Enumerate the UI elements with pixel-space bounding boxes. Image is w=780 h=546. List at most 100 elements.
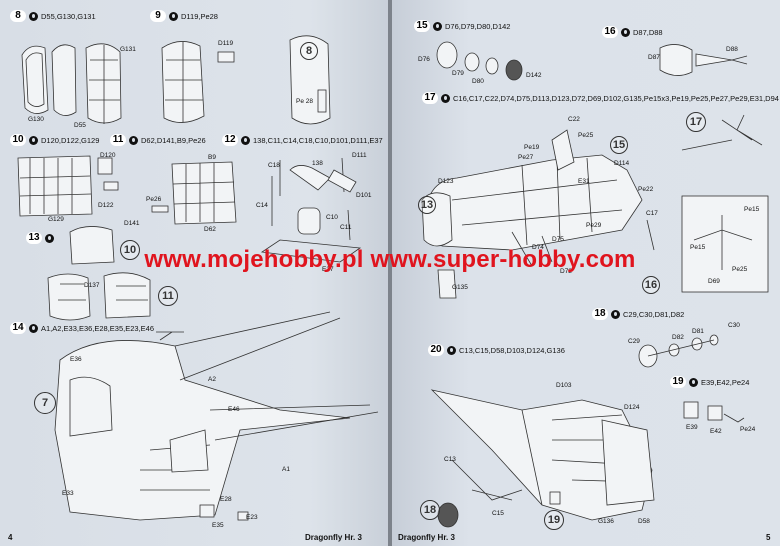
step-parts: D87,D88 [633,27,663,37]
step-parts: C29,C30,D81,D82 [623,309,685,319]
part-label: D122 [98,202,114,209]
callout-circle: 7 [34,392,56,414]
part-label: D74 [532,244,544,251]
part-label: 138 [312,160,323,167]
glue-icon [441,93,450,103]
part-label: D120 [100,152,116,159]
part-label: A1 [282,466,290,473]
step-parts: D120,D122,G129 [41,135,100,145]
step-number: 15 [414,20,430,32]
part-label: D119 [218,40,234,47]
callout-circle: 16 [642,276,660,294]
book-gutter [388,0,392,546]
part-label: G136 [598,518,614,525]
part-label: Pe25 [578,132,594,139]
step-parts: D119,Pe28 [181,11,218,21]
step-number: 18 [592,308,608,320]
part-label: G129 [48,216,64,223]
part-label: E23 [246,514,258,521]
step-18-header: 18 C29,C30,D81,D82 [592,308,684,320]
footer-title: Dragonfly Hr. 3 [398,533,455,542]
step-number: 19 [670,376,686,388]
part-label: D81 [692,328,704,335]
page-number: 5 [766,533,771,542]
right-page: 15 D76,D79,D80,D142 16 D87,D88 17 C16,C17,C… [392,0,780,546]
part-label: Pe15 [690,244,706,251]
part-label: G135 [452,284,468,291]
part-label: A2 [208,376,216,383]
callout-circle: 11 [158,286,178,306]
part-label: E33 [62,490,74,497]
left-page-drawings [17,35,379,521]
callout-circle: 13 [418,196,436,214]
step-number: 9 [150,10,166,22]
left-page: 8 D55,G130,G131 9 D119,Pe28 10 D120,D122,G1… [0,0,388,546]
part-label: C30 [728,322,740,329]
callout-circle: 8 [300,42,318,60]
glue-icon [29,135,38,145]
step-number: 16 [602,26,618,38]
callout-circle: 10 [120,240,140,260]
glue-icon [169,11,178,21]
part-label: D124 [624,404,640,411]
part-label: D69 [708,278,720,285]
glue-icon [29,323,38,333]
step-parts: C16,C17,C22,D74,D75,D113,D123,D72,D69,D1… [453,93,779,103]
step-parts: D55,G130,G131 [41,11,96,21]
step-parts: C13,C15,D58,D103,D124,G136 [459,345,565,355]
callout-circle: 19 [544,510,564,530]
part-label: D142 [526,72,542,79]
part-label: D87 [648,54,660,61]
step-number: 10 [10,134,26,146]
glue-icon [433,21,442,31]
part-label: Pe27 [518,154,534,161]
part-label: D75 [552,236,564,243]
part-label: Pe24 [740,426,756,433]
part-label: C22 [568,116,580,123]
part-label: C13 [444,456,456,463]
glue-icon [29,11,38,21]
watermark-text: www.mojehobby.pl www.super-hobby.com [144,246,636,273]
part-label: D101 [356,192,372,199]
step-number: 14 [10,322,26,334]
part-label: C14 [256,202,268,209]
step-number: 8 [10,10,26,22]
step-parts: 138,C11,C14,C18,C10,D101,D111,E37 [253,135,383,145]
part-label: E37 [322,266,334,273]
part-label: B9 [208,154,216,161]
part-label: C10 [326,214,338,221]
part-label: C18 [268,162,280,169]
part-label: D58 [638,518,650,525]
right-page-drawings [421,41,769,528]
part-label: E46 [228,406,240,413]
step-10-header: 10 D120,D122,G129 [10,134,99,146]
page-number: 4 [8,533,13,542]
part-label: E36 [70,356,82,363]
glue-icon [241,135,250,145]
part-label: D103 [556,382,572,389]
step-16-header: 16 D87,D88 [602,26,663,38]
part-label: Pe22 [638,186,654,193]
step-15-header: 15 D76,D79,D80,D142 [414,20,510,32]
step-number: 13 [26,232,42,244]
part-label: Pe15 [744,206,760,213]
part-label: Pe19 [524,144,540,151]
glue-icon [45,233,54,243]
part-label: G131 [120,46,136,53]
step-number: 17 [422,92,438,104]
glue-icon [129,135,138,145]
part-label: D141 [124,220,140,227]
part-label: D123 [438,178,454,185]
glue-icon [611,309,620,319]
part-label: Pe25 [732,266,748,273]
step-parts: D76,D79,D80,D142 [445,21,511,31]
part-label: D79 [452,70,464,77]
part-label: D72 [560,268,572,275]
part-label: E39 [686,424,698,431]
part-label: C17 [646,210,658,217]
step-number: 20 [428,344,444,356]
